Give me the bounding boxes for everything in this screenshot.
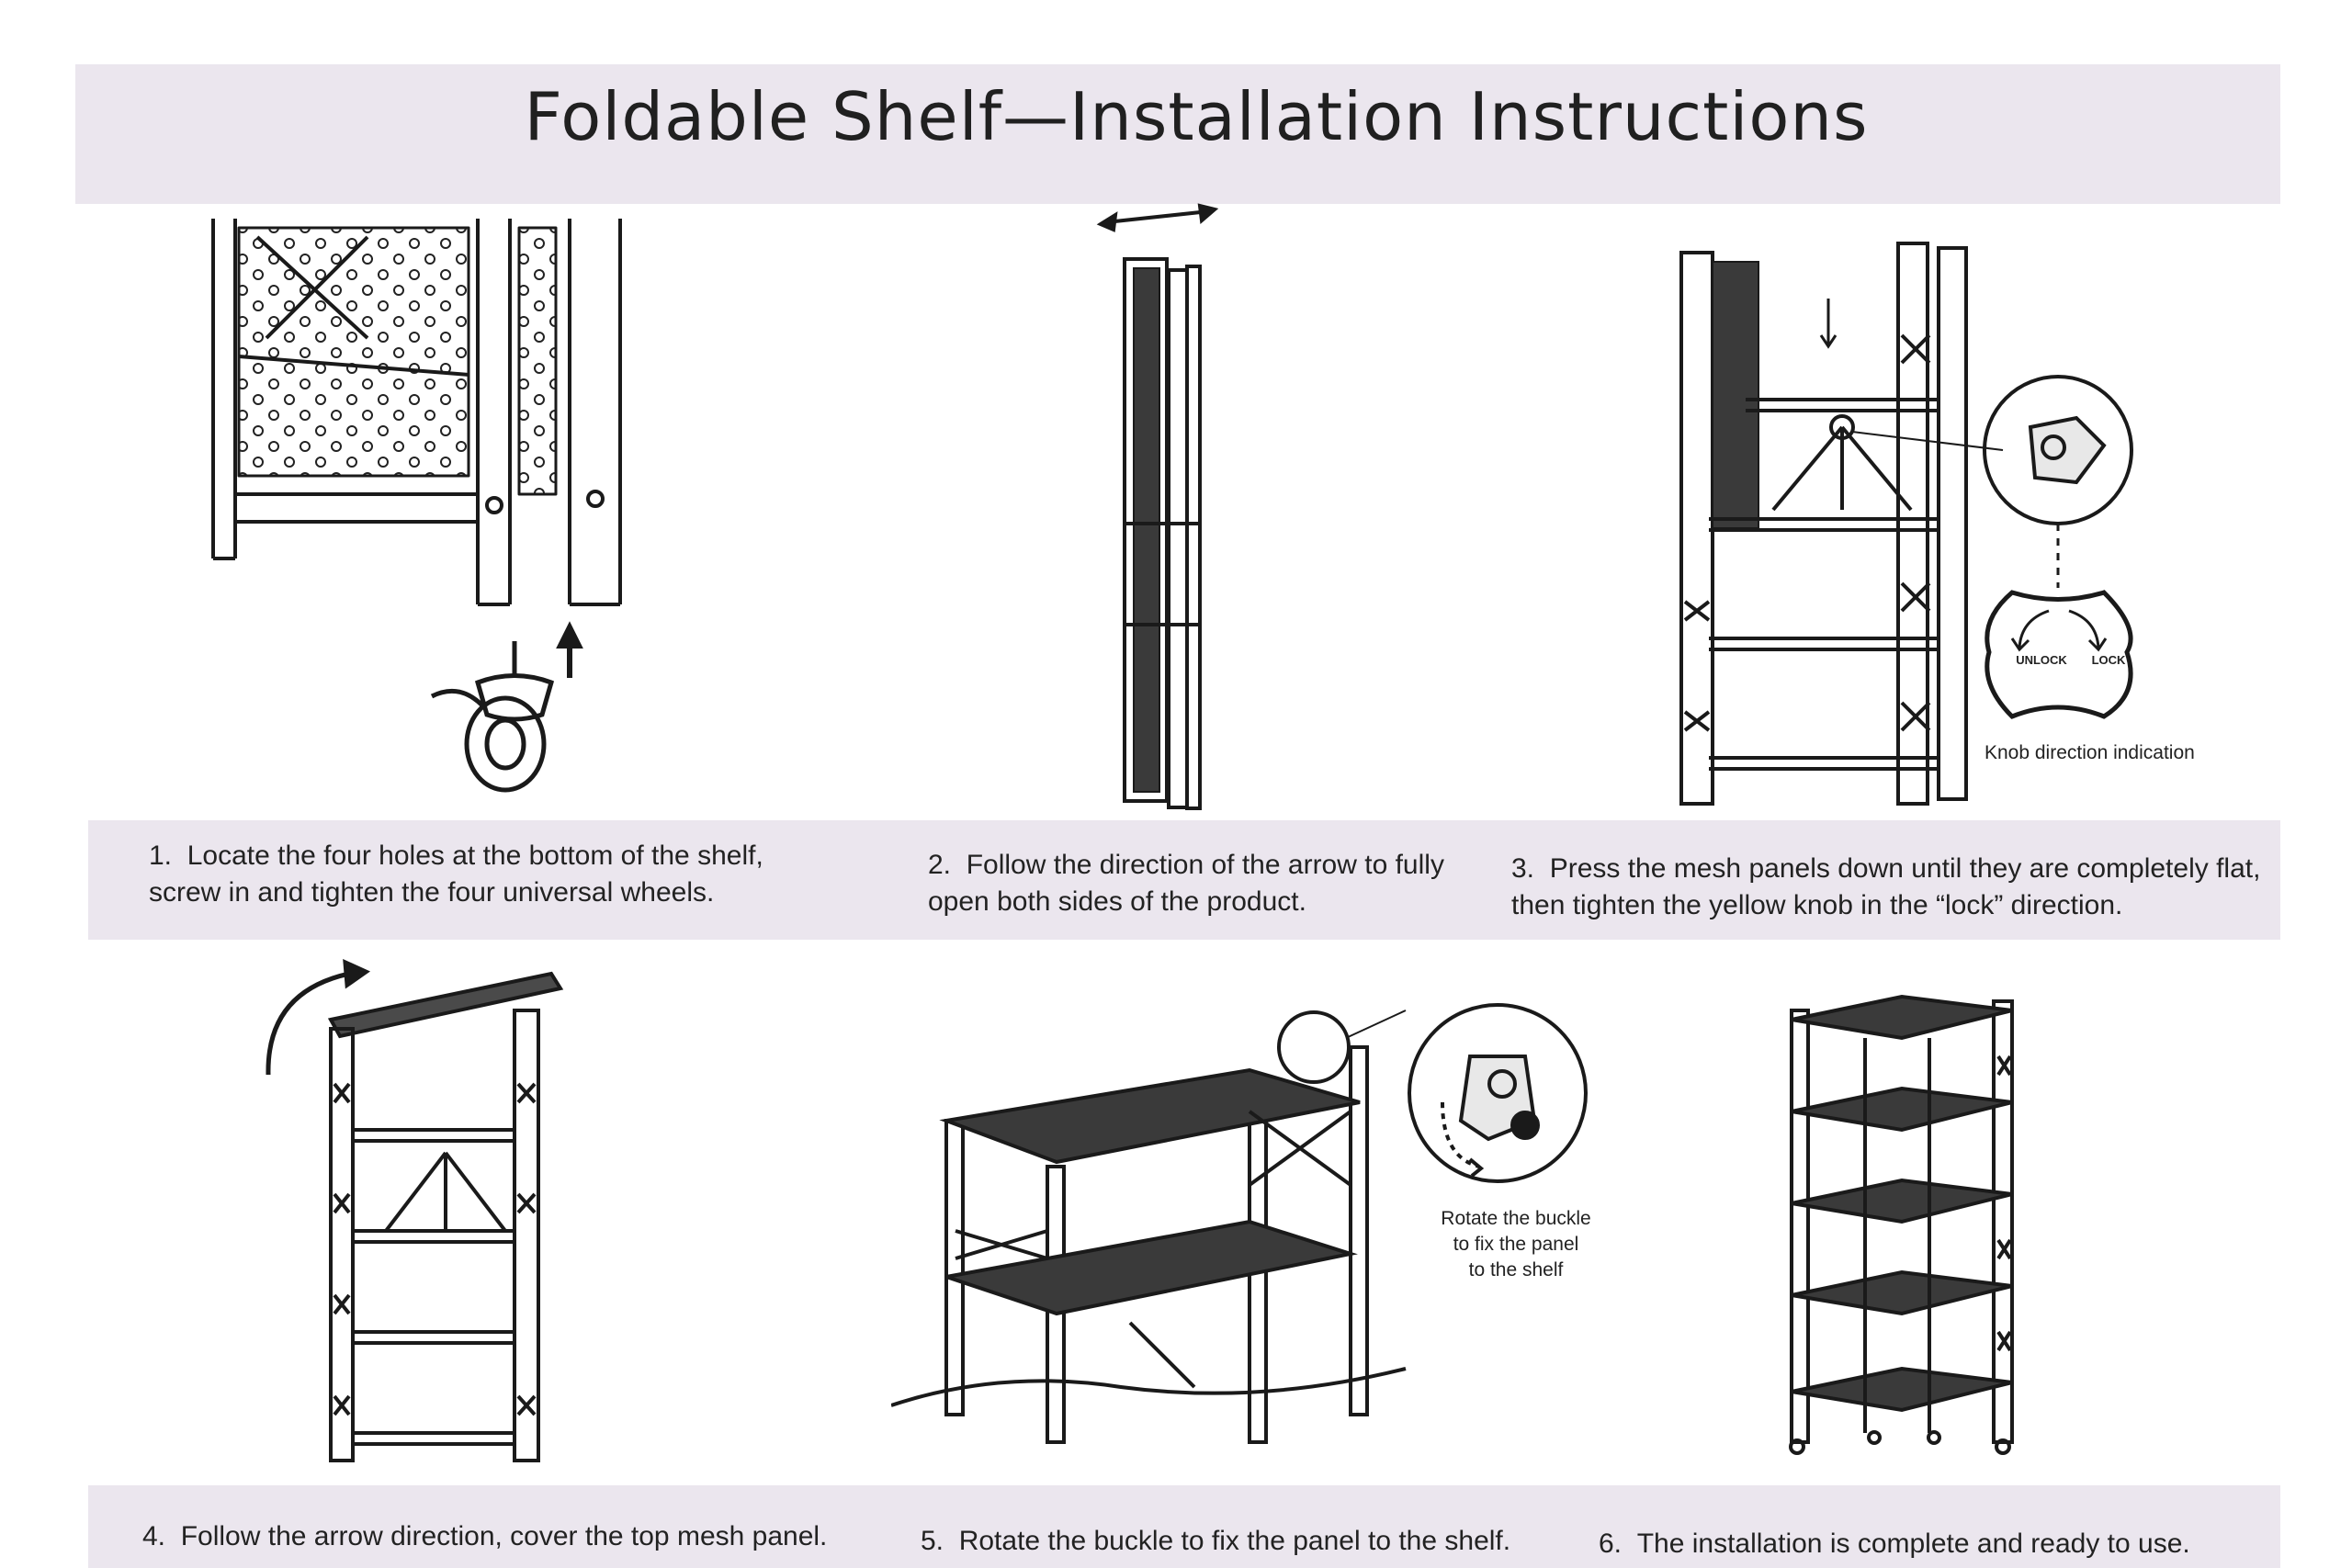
step-4-illustration [266,958,564,1462]
step-5-number: 5. [921,1526,944,1556]
step-6-text-1: The installation is complete and ready t… [1636,1529,2190,1559]
step-3-number: 3. [1511,853,1535,884]
step-4-caption: 4. Follow the arrow direction, cover the… [142,1518,827,1555]
step-5-illustration [891,1003,1588,1444]
double-arrow-icon [1096,203,1219,232]
step-2-line-1: 2. Follow the direction of the arrow to … [928,847,1444,884]
buckle-annotation: Rotate the buckle to fix the panel to th… [1415,1206,1617,1283]
knob-caption: Knob direction indication [1984,742,2195,763]
step-3-line-2: then tighten the yellow knob in the “loc… [1511,890,2123,920]
curved-arrow-icon [266,958,371,1076]
step-6-number: 6. [1599,1529,1623,1559]
caption-band-top [88,820,2280,940]
arrow-down-icon [1819,299,1838,349]
unlock-label: UNLOCK [2016,653,2067,667]
step-2-line-2: open both sides of the product. [928,886,1306,917]
step-1-illustration [211,219,622,793]
step-2-number: 2. [928,850,952,880]
step-1-line-1: 1. Locate the four holes at the bottom o… [149,838,763,874]
step-5-line-1: 5. Rotate the buckle to fix the panel to… [921,1523,1510,1560]
step-3-text-1: Press the mesh panels down until they ar… [1549,853,2261,884]
step-5-text-1: Rotate the buckle to fix the panel to th… [958,1526,1511,1556]
step-1-number: 1. [149,840,173,871]
step-1-caption: 1. Locate the four holes at the bottom o… [149,838,763,911]
title-band [75,64,2280,204]
buckle-line-2: to fix the panel [1453,1234,1579,1255]
step-3-line-1: 3. Press the mesh panels down until they… [1511,851,2260,887]
step-2-caption: 2. Follow the direction of the arrow to … [928,847,1444,920]
step-2-text-1: Follow the direction of the arrow to ful… [966,850,1444,880]
lock-label: LOCK [2092,653,2126,667]
arrow-up-icon [556,621,583,678]
step-3-illustration: UNLOCK LOCK [1679,242,2133,806]
step-3-caption: 3. Press the mesh panels down until they… [1511,851,2260,924]
buckle-line-3: to the shelf [1468,1259,1564,1280]
knob-closeup-icon [1983,375,2133,525]
step-6-illustration [1789,994,2014,1455]
page-title: Foldable Shelf—Installation Instructions [524,78,1869,155]
step-4-text-1: Follow the arrow direction, cover the to… [180,1521,828,1551]
step-4-number: 4. [142,1521,166,1551]
step-1-text-1: Locate the four holes at the bottom of t… [187,840,763,871]
step-2-illustration [1096,203,1219,810]
step-1-line-2: screw in and tighten the four universal … [149,877,715,908]
buckle-line-1: Rotate the buckle [1441,1208,1591,1229]
step-5-caption: 5. Rotate the buckle to fix the panel to… [921,1523,1510,1560]
caption-band-bottom [88,1485,2280,1568]
step-4-line-1: 4. Follow the arrow direction, cover the… [142,1518,827,1555]
buckle-closeup-icon [1408,1003,1588,1183]
wheel-icon [430,641,555,793]
step-6-line-1: 6. The installation is complete and read… [1599,1526,2190,1562]
knob-direction-icon [1984,590,2133,719]
step-6-caption: 6. The installation is complete and read… [1599,1526,2190,1562]
